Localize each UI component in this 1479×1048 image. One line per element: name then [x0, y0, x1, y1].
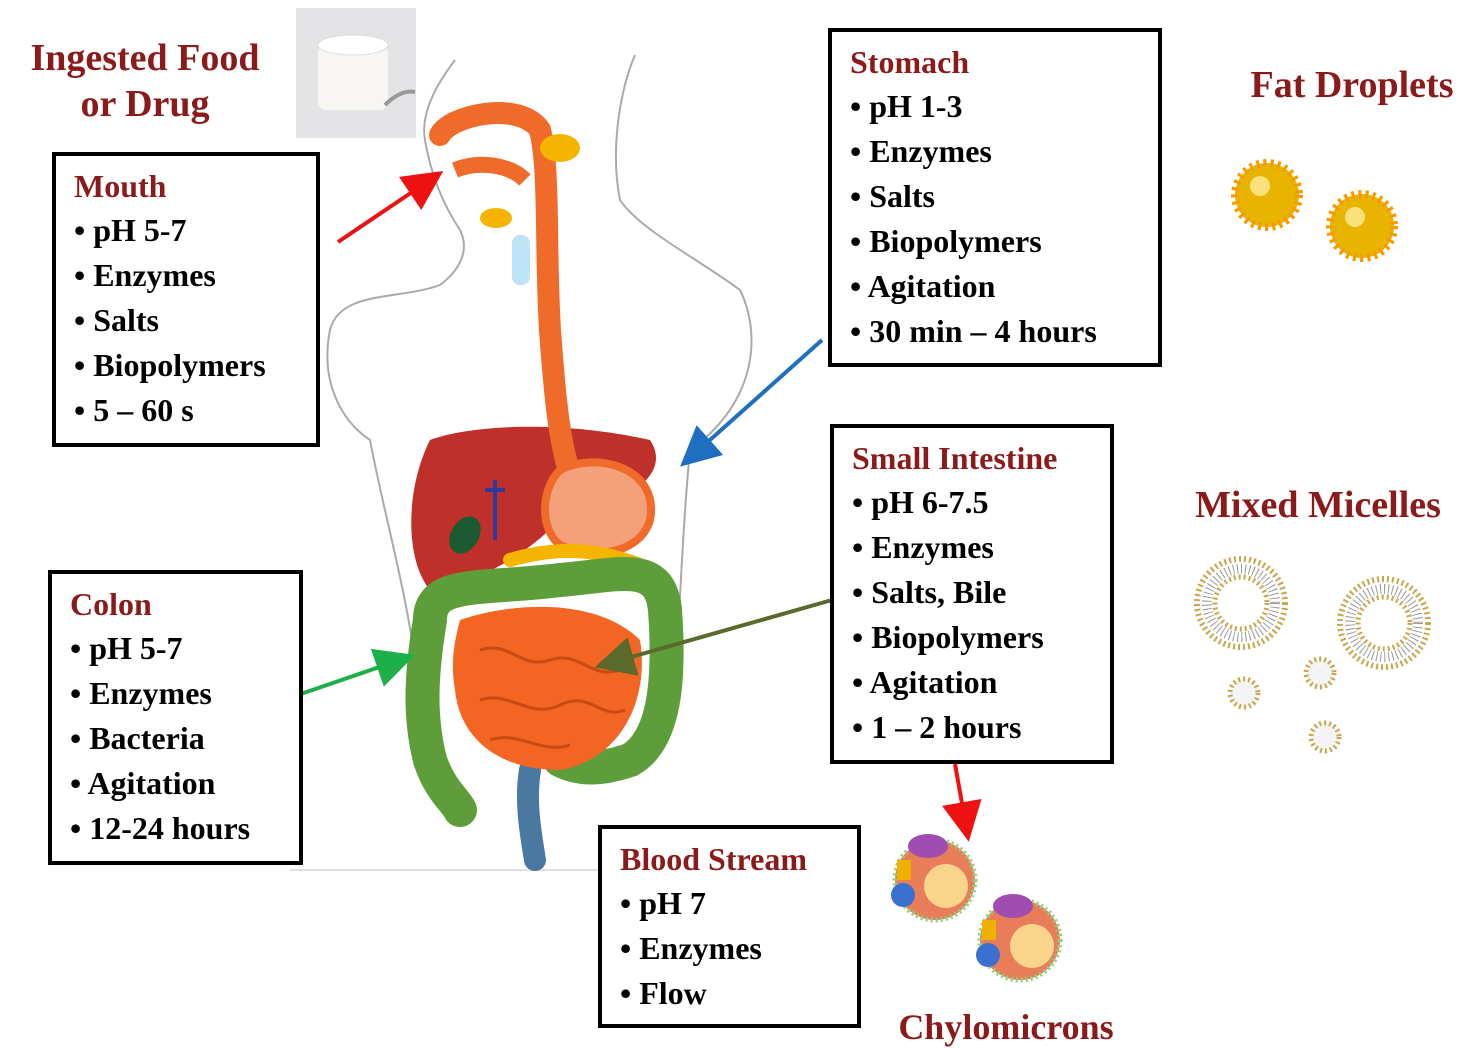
stomach-shape: [545, 462, 651, 553]
fat-droplet-icon: [1330, 194, 1394, 258]
stomach-item: • Biopolymers: [850, 219, 1144, 264]
yogurt-photo: [296, 8, 416, 138]
mouth-item: • Biopolymers: [74, 343, 302, 388]
colon-arrow: [292, 660, 400, 697]
ingested-food-title: Ingested Food or Drug: [10, 35, 280, 127]
mouth-item: • pH 5-7: [74, 208, 302, 253]
stomach-item: • 30 min – 4 hours: [850, 309, 1144, 354]
mouth-item: • 5 – 60 s: [74, 388, 302, 433]
stomach-item: • Enzymes: [850, 129, 1144, 174]
colon-item: • pH 5-7: [70, 626, 285, 671]
stomach-item: • Salts: [850, 174, 1144, 219]
stomach-item: • Agitation: [850, 264, 1144, 309]
small-intestine-item: • Agitation: [852, 660, 1096, 705]
stomach-item: • pH 1-3: [850, 84, 1144, 129]
blood-stream-title: Blood Stream: [620, 837, 843, 881]
chylomicron-icon: [891, 834, 975, 920]
colon-item: • 12-24 hours: [70, 806, 285, 851]
ingested-line-1: Ingested Food: [10, 35, 280, 81]
colon-item: • Enzymes: [70, 671, 285, 716]
small-intestine-item: • 1 – 2 hours: [852, 705, 1096, 750]
stomach-title: Stomach: [850, 40, 1144, 84]
colon-item: • Agitation: [70, 761, 285, 806]
colon-box: Colon • pH 5-7 • Enzymes • Bacteria • Ag…: [48, 570, 303, 865]
small-intestine-title: Small Intestine: [852, 436, 1096, 480]
stomach-arrow: [692, 340, 822, 456]
blood-stream-item: • Enzymes: [620, 926, 843, 971]
small-intestine-item: • Enzymes: [852, 525, 1096, 570]
small-intestine-box: Small Intestine • pH 6-7.5 • Enzymes • S…: [830, 424, 1114, 764]
colon-item: • Bacteria: [70, 716, 285, 761]
mouth-item: • Salts: [74, 298, 302, 343]
chylomicron-icon: [976, 894, 1060, 980]
small-intestine-item: • Salts, Bile: [852, 570, 1096, 615]
small-micelle-icon: [1230, 659, 1339, 751]
small-intestine-item: • pH 6-7.5: [852, 480, 1096, 525]
chylomicrons-label: Chylomicrons: [886, 1006, 1126, 1048]
micelle-icon: [1340, 579, 1428, 667]
mouth-title: Mouth: [74, 164, 302, 208]
blood-stream-item: • Flow: [620, 971, 843, 1016]
mouth-item: • Enzymes: [74, 253, 302, 298]
small-intestine-item: • Biopolymers: [852, 615, 1096, 660]
mixed-micelles-title: Mixed Micelles: [1168, 482, 1468, 528]
fat-droplet-icon: [1235, 163, 1299, 227]
micelle-icon: [1197, 559, 1285, 647]
ingested-line-2: or Drug: [10, 81, 280, 127]
mouth-box: Mouth • pH 5-7 • Enzymes • Salts • Biopo…: [52, 152, 320, 447]
blood-stream-item: • pH 7: [620, 881, 843, 926]
stomach-box: Stomach • pH 1-3 • Enzymes • Salts • Bio…: [828, 28, 1162, 367]
colon-title: Colon: [70, 582, 285, 626]
mouth-arrow: [338, 180, 430, 242]
intestine-arrow: [610, 600, 832, 663]
fat-droplets-title: Fat Droplets: [1232, 62, 1472, 108]
blood-stream-box: Blood Stream • pH 7 • Enzymes • Flow: [598, 825, 861, 1028]
blood-arrow: [955, 764, 966, 826]
